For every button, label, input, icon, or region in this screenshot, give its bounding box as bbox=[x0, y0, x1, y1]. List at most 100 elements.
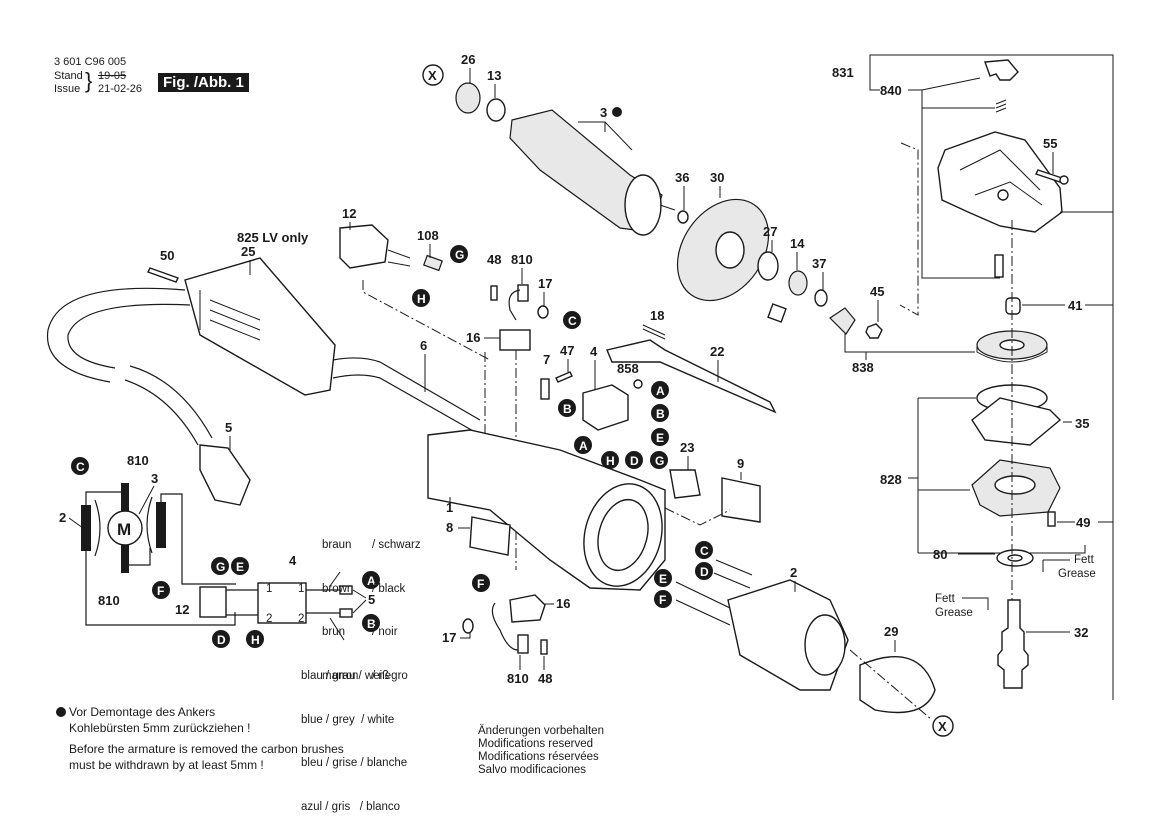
brown-fr: brun/ noir bbox=[322, 626, 398, 638]
brown-en: brown/ black bbox=[322, 582, 406, 595]
svg-text:H: H bbox=[417, 292, 426, 306]
wiring-badge-b: B bbox=[362, 614, 380, 632]
spindle-32 bbox=[997, 599, 1029, 689]
brush-holder-16 bbox=[499, 329, 531, 351]
brush-top bbox=[121, 483, 129, 511]
carbon-brush-810-lower bbox=[517, 634, 529, 654]
pin bbox=[994, 254, 1004, 278]
blue-de: blau / grau / weiß bbox=[301, 670, 390, 682]
modifications-en: Modifications reserved bbox=[478, 738, 594, 750]
svg-text:D: D bbox=[217, 633, 226, 647]
capacitor-12 bbox=[339, 224, 389, 269]
callout-47: 47 bbox=[560, 343, 574, 358]
note-de-line2: Kohlebürsten 5mm zurückziehen ! bbox=[69, 721, 251, 735]
wiring-label-3: 3 bbox=[151, 471, 158, 486]
connector-badge-g-2: G bbox=[650, 451, 668, 469]
callout-9: 9 bbox=[737, 456, 744, 471]
wiring-badge-d: D bbox=[212, 630, 230, 648]
gear-housing bbox=[937, 131, 1063, 233]
callout-26: 26 bbox=[461, 52, 475, 67]
cross-reference-x-top-label: X bbox=[428, 68, 437, 83]
callout-55: 55 bbox=[1043, 136, 1057, 151]
nut-45 bbox=[865, 323, 883, 339]
switch-cover-23 bbox=[669, 469, 701, 499]
grease-label-de-2: Fett bbox=[935, 593, 956, 605]
svg-text:H: H bbox=[251, 633, 260, 647]
svg-text:B: B bbox=[656, 407, 665, 421]
spring-18 bbox=[642, 324, 666, 340]
bracket-828 bbox=[917, 397, 1086, 554]
brace: } bbox=[85, 68, 93, 93]
blue-es: azul / gris / blanco bbox=[301, 800, 401, 813]
grease-label-en-2: Grease bbox=[935, 607, 973, 619]
callout-7: 7 bbox=[543, 352, 550, 367]
modifications-de: Änderungen vorbehalten bbox=[478, 725, 604, 737]
modifications-notice: Änderungen vorbehalten Modifications res… bbox=[478, 725, 604, 777]
wiring-label-4: 4 bbox=[289, 553, 297, 568]
screw-49 bbox=[1047, 511, 1056, 527]
callout-36: 36 bbox=[675, 170, 689, 185]
bracket-840 bbox=[908, 77, 1000, 279]
callout-49: 49 bbox=[1076, 515, 1090, 530]
spring-17-lower bbox=[462, 618, 474, 634]
armature-note: Vor Demontage des Ankers Kohlebürsten 5m… bbox=[56, 704, 344, 773]
connector-badge-b-1: B bbox=[651, 404, 669, 422]
plate-7 bbox=[540, 378, 550, 400]
issue-date: 21-02-26 bbox=[98, 83, 143, 95]
armature-assembly: X 26 13 3 36 30 27 14 37 bbox=[422, 52, 828, 323]
spindle-lock-button bbox=[984, 59, 1019, 81]
wiring-badge-e: E bbox=[231, 557, 249, 575]
screw-47 bbox=[555, 371, 573, 383]
terminal-2-right: 2 bbox=[298, 613, 304, 625]
wiring-badge-h: H bbox=[246, 630, 264, 648]
grease-label-de-1: Fett bbox=[1074, 554, 1095, 566]
spring-17 bbox=[537, 305, 549, 319]
callout-810b: 810 bbox=[507, 671, 529, 686]
svg-text:F: F bbox=[659, 593, 666, 607]
connector-badge-e-1: E bbox=[651, 428, 669, 446]
wiring-badge-g: G bbox=[211, 557, 229, 575]
callout-48: 48 bbox=[487, 252, 501, 267]
callout-23: 23 bbox=[680, 440, 694, 455]
connector-badge-f-lower: F bbox=[472, 574, 490, 592]
cord-lead-6 bbox=[332, 357, 481, 433]
callout-825: 825 LV only bbox=[237, 230, 309, 245]
note-en-line1: Before the armature is removed the carbo… bbox=[69, 742, 344, 756]
screw-48-lower bbox=[540, 639, 548, 655]
connector-badges: G H C A B E B A H D G F C D E F bbox=[412, 245, 713, 608]
svg-text:E: E bbox=[659, 572, 667, 586]
callout-41: 41 bbox=[1068, 298, 1082, 313]
screw-50 bbox=[147, 267, 179, 283]
svg-text:H: H bbox=[606, 454, 615, 468]
housing-assembly: 5 825 LV only 25 50 6 12 108 16 810 48 bbox=[46, 206, 954, 737]
callout-80: 80 bbox=[933, 547, 947, 562]
svg-text:C: C bbox=[76, 460, 85, 474]
connector-badge-h-2: H bbox=[601, 451, 619, 469]
callout-22: 22 bbox=[710, 344, 724, 359]
nameplate-9 bbox=[721, 477, 761, 523]
svg-text:F: F bbox=[157, 584, 164, 598]
callout-6: 6 bbox=[420, 338, 427, 353]
screw-48 bbox=[490, 285, 498, 301]
callout-8: 8 bbox=[446, 520, 453, 535]
armature-fan bbox=[624, 174, 662, 236]
field-coil-left bbox=[81, 505, 91, 551]
connector-badge-d-field: D bbox=[695, 562, 713, 580]
modifications-es: Salvo modificaciones bbox=[478, 764, 587, 776]
callout-831: 831 bbox=[832, 65, 854, 80]
field-coil-right bbox=[156, 502, 166, 548]
callout-108: 108 bbox=[417, 228, 439, 243]
svg-text:A: A bbox=[367, 574, 376, 588]
terminal-1-left: 1 bbox=[266, 583, 272, 595]
gear-housing-detail bbox=[959, 149, 1043, 206]
wiring-label-810-top: 810 bbox=[127, 453, 149, 468]
bearing-sleeve-27 bbox=[757, 251, 779, 281]
wiring-label-810-bottom: 810 bbox=[98, 593, 120, 608]
callout-32: 32 bbox=[1074, 625, 1088, 640]
svg-text:C: C bbox=[568, 314, 577, 328]
callout-45: 45 bbox=[870, 284, 884, 299]
figure-label: Fig. /Abb. 1 bbox=[158, 73, 249, 92]
svg-text:C: C bbox=[700, 544, 709, 558]
svg-text:E: E bbox=[236, 560, 244, 574]
end-cap-25 bbox=[184, 257, 336, 396]
